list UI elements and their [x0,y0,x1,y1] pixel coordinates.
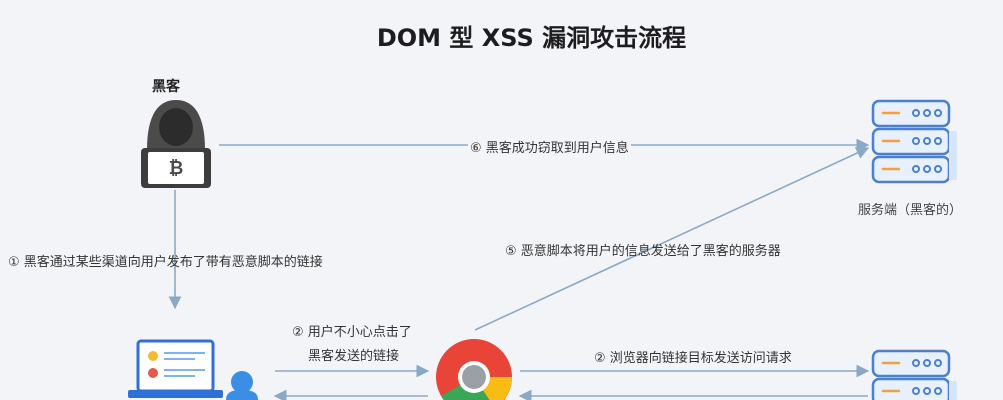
step2-browser-label: ② 浏览器向链接目标发送访问请求 [594,351,792,366]
user-icon [226,371,258,400]
server-icon [871,99,957,184]
laptop-icon [128,339,223,398]
step1-label: ① 黑客通过某些渠道向用户发布了带有恶意脚本的链接 [8,255,323,270]
hacker-server-label: 服务端（黑客的） [858,203,963,218]
diagram-title: DOM 型 XSS 漏洞攻击流程 [376,24,687,52]
step2-user-label-line1: ② 用户不小心点击了 [292,325,412,340]
step2-user-label-line2: 黑客发送的链接 [308,349,400,364]
hacker-icon: ₿ [141,100,211,188]
target-server-icon [871,349,957,400]
step6-label: ⑥ 黑客成功窃取到用户信息 [468,137,631,156]
arrow-step5 [474,147,870,331]
chrome-browser-icon [436,339,512,400]
svg-text:₿: ₿ [169,158,184,179]
step5-label: ⑤ 恶意脚本将用户的信息发送给了黑客的服务器 [505,244,781,259]
hacker-label: 黑客 [152,79,180,95]
